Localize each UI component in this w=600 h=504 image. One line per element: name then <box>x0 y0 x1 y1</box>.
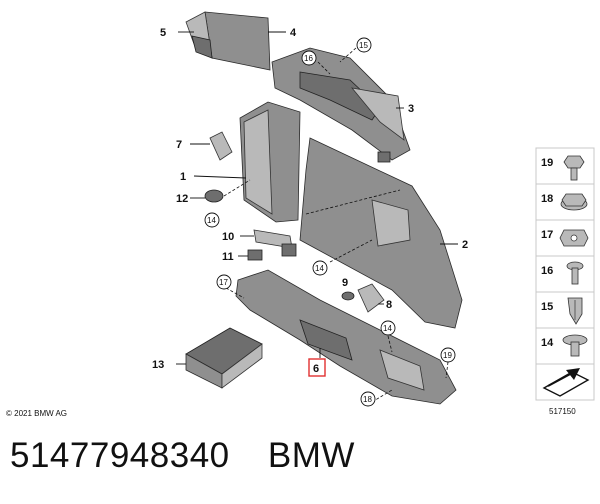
part-10-bracket <box>253 229 297 257</box>
diagram-reference-icon <box>542 368 590 397</box>
part-1-side-panel <box>239 101 301 223</box>
callout-5: 5 <box>160 27 166 39</box>
screw-icon <box>566 261 584 285</box>
nut-icon <box>559 229 589 247</box>
bolt-icon <box>563 155 585 181</box>
part-number: 51477948340 <box>10 436 230 475</box>
expansion-clip-icon <box>567 297 583 325</box>
callout-13: 13 <box>152 359 164 371</box>
part-4-top-duct <box>185 11 271 71</box>
legend-item-17: 17 <box>541 229 553 241</box>
part-6-floor-carrier <box>235 269 457 405</box>
part-2-trim-panel <box>299 137 463 329</box>
fastener-legend: 19 18 17 16 15 14 <box>535 147 595 401</box>
legend-item-15: 15 <box>541 301 553 313</box>
callout-6: 6 <box>313 363 319 375</box>
callout-14-a: 14 <box>207 216 216 225</box>
callout-18: 18 <box>363 395 372 404</box>
callout-16: 16 <box>304 54 313 63</box>
legend-item-19: 19 <box>541 157 553 169</box>
callout-19: 19 <box>443 351 452 360</box>
part-13-box <box>185 327 263 389</box>
callout-1: 1 <box>180 171 186 183</box>
legend-item-16: 16 <box>541 265 553 277</box>
callout-10: 10 <box>222 231 234 243</box>
callout-8: 8 <box>386 299 392 311</box>
callout-14-b: 14 <box>315 264 324 273</box>
callout-3: 3 <box>408 103 414 115</box>
legend-item-14: 14 <box>541 337 554 349</box>
diagram-number: 517150 <box>549 407 576 416</box>
part-11-clip <box>247 249 263 261</box>
part-8-cover <box>357 283 385 313</box>
part-7-clip <box>209 131 233 161</box>
callout-7: 7 <box>176 139 182 151</box>
callout-2: 2 <box>462 239 468 251</box>
part-12-grommet <box>204 189 224 203</box>
callout-14-c: 14 <box>383 324 392 333</box>
callout-4: 4 <box>290 27 297 39</box>
callout-11: 11 <box>222 251 234 263</box>
part-caption: 51477948340 BMW <box>10 436 590 492</box>
callout-17: 17 <box>219 278 228 287</box>
callout-9: 9 <box>342 277 348 289</box>
highlight-box-6 <box>308 358 326 377</box>
copyright-text: © 2021 BMW AG <box>6 409 67 418</box>
brand-name: BMW <box>267 436 355 475</box>
callout-12: 12 <box>176 193 188 205</box>
parts-diagram: 5 4 3 16 15 1 7 12 14 2 14 <box>6 11 595 418</box>
part-3-upper-bracket <box>271 47 411 163</box>
rivet-clip-icon <box>562 334 588 357</box>
legend-item-18: 18 <box>541 193 553 205</box>
callout-15: 15 <box>359 41 368 50</box>
nut-icon <box>560 193 588 211</box>
part-9-clip <box>341 291 355 301</box>
